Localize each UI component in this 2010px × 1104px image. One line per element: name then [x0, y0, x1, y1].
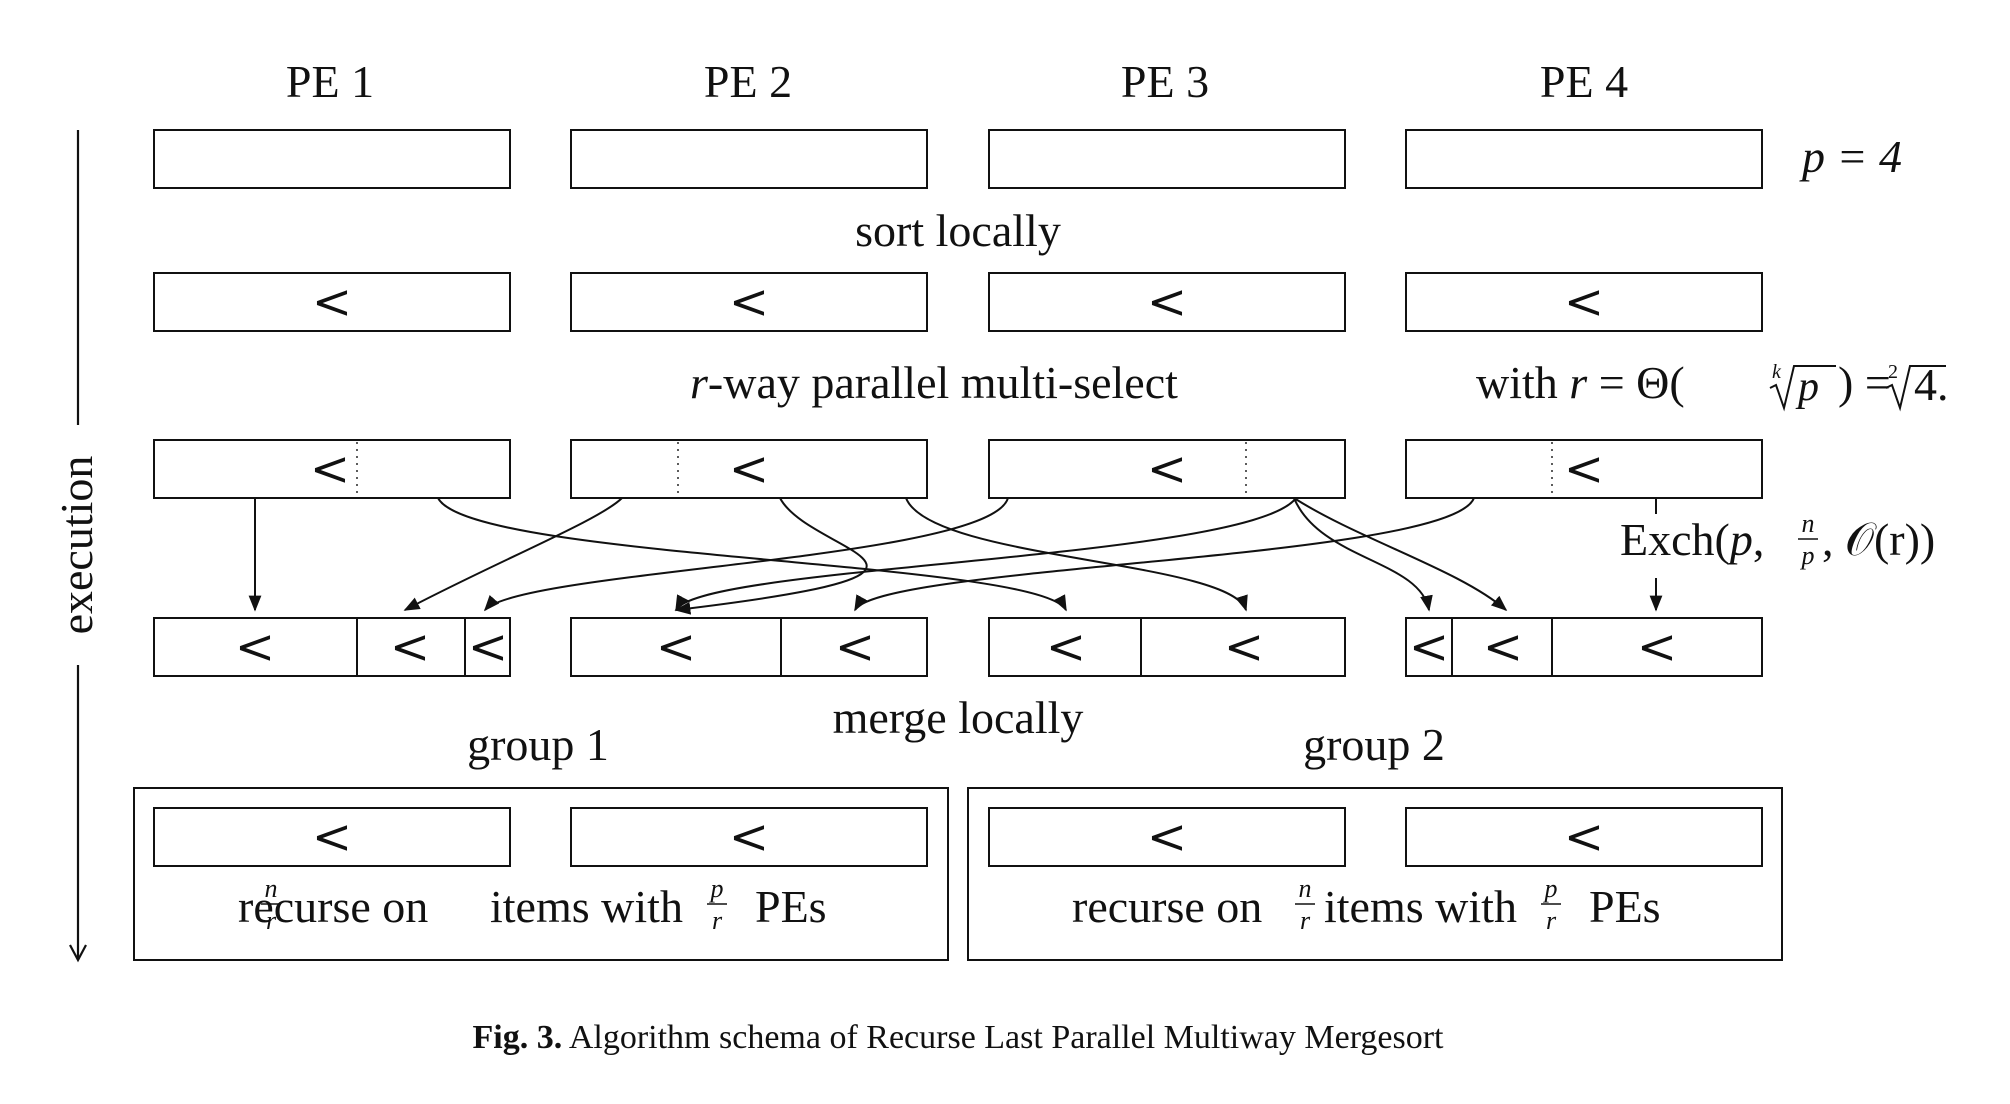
group2-box	[967, 787, 1783, 961]
pe1-split-mark: <	[310, 441, 350, 497]
exchange-tail-label: , 𝒪(r))	[1822, 514, 1935, 565]
group1-box	[133, 787, 949, 961]
pe2-segment-mark: <	[835, 619, 875, 675]
group1-pe2-mark: <	[729, 809, 769, 865]
pe4-received-array	[1405, 617, 1763, 677]
group2-label: group 2	[1303, 719, 1445, 770]
execution-label: execution	[51, 456, 102, 635]
svg-text:r: r	[266, 906, 277, 935]
exchange-arrows	[248, 497, 1663, 615]
pe4-segment-mark: <	[1409, 619, 1449, 675]
pe3-split-array	[988, 439, 1346, 499]
svg-text:n: n	[1299, 874, 1312, 903]
exchange-fraction-n-over-p: n p	[1798, 509, 1818, 570]
svg-text:p: p	[1543, 874, 1558, 903]
pe1-segment-mark: <	[390, 619, 430, 675]
svg-text:items with: items with	[1324, 881, 1517, 932]
svg-text:recurse on: recurse on	[1072, 881, 1262, 932]
group2-recurse-label: recurse on n r items with p r PEs	[1072, 874, 1661, 935]
pe3-unsorted-array	[988, 129, 1346, 189]
pe4-segment-mark: <	[1637, 619, 1677, 675]
pe2-received-array	[570, 617, 928, 677]
execution-axis: execution	[51, 130, 102, 963]
pe3-segment-mark: <	[1224, 619, 1264, 675]
group2-pe3-array	[988, 807, 1346, 867]
pe2-header: PE 2	[704, 56, 792, 107]
pe3-split-mark: <	[1147, 441, 1187, 497]
r-equals-label: ) =	[1838, 357, 1891, 408]
svg-text:r: r	[712, 906, 723, 935]
pe1-received-array	[153, 617, 511, 677]
kth-root-of-p: k p	[1769, 361, 1836, 412]
pe1-sorted-mark: <	[312, 274, 352, 330]
pe1-sorted-array	[153, 272, 511, 332]
r-definition-label: with r = Θ(	[1476, 357, 1685, 408]
group1-recurse-label: recurse on n r items with p r PEs	[238, 874, 827, 935]
svg-text:recurse on: recurse on	[238, 881, 428, 932]
pe4-split-mark: <	[1564, 441, 1604, 497]
svg-text:p: p	[1800, 541, 1815, 570]
svg-text:p: p	[1795, 364, 1819, 410]
pe4-header: PE 4	[1540, 56, 1628, 107]
svg-text:2: 2	[1888, 361, 1898, 383]
svg-text:n: n	[1802, 509, 1815, 538]
pe2-unsorted-array	[570, 129, 928, 189]
svg-text:r: r	[1300, 906, 1311, 935]
group2-pe4-mark: <	[1564, 809, 1604, 865]
pe3-received-array	[988, 617, 1346, 677]
pe3-sorted-array	[988, 272, 1346, 332]
pe2-sorted-mark: <	[729, 274, 769, 330]
group2-pe3-mark: <	[1147, 809, 1187, 865]
svg-text:items with: items with	[490, 881, 683, 932]
pe4-split-array	[1405, 439, 1763, 499]
processor-count-label: p = 4	[1799, 131, 1902, 182]
group1-pe1-mark: <	[312, 809, 352, 865]
pe4-unsorted-array	[1405, 129, 1763, 189]
square-root-of-4: 2 4.	[1885, 359, 1949, 412]
pe4-sorted-array	[1405, 272, 1763, 332]
pe1-header: PE 1	[286, 56, 374, 107]
sort-locally-label: sort locally	[855, 205, 1061, 256]
pe1-split-array	[153, 439, 511, 499]
merge-locally-label: merge locally	[833, 692, 1084, 743]
svg-text:p: p	[709, 874, 724, 903]
group1-pe2-array	[570, 807, 928, 867]
pe1-unsorted-array	[153, 129, 511, 189]
svg-text:PEs: PEs	[1589, 881, 1661, 932]
pe2-segment-mark: <	[656, 619, 696, 675]
pe3-header: PE 3	[1121, 56, 1209, 107]
svg-text:k: k	[1772, 361, 1782, 383]
group2-pe4-array	[1405, 807, 1763, 867]
svg-text:4.: 4.	[1914, 359, 1949, 410]
svg-text:r: r	[1546, 906, 1557, 935]
svg-text:PEs: PEs	[755, 881, 827, 932]
pe2-sorted-array	[570, 272, 928, 332]
pe2-split-array	[570, 439, 928, 499]
pe1-segment-mark: <	[235, 619, 275, 675]
multiselect-label: r-way parallel multi-select	[690, 357, 1178, 408]
pe3-segment-mark: <	[1046, 619, 1086, 675]
figure-caption: Fig. 3. Algorithm schema of Recurse Last…	[473, 1019, 1445, 1056]
group1-pe1-array	[153, 807, 511, 867]
pe1-segment-mark: <	[468, 619, 508, 675]
svg-text:n: n	[265, 874, 278, 903]
exchange-label: Exch(p,	[1620, 514, 1764, 565]
pe4-sorted-mark: <	[1564, 274, 1604, 330]
pe2-split-mark: <	[729, 441, 769, 497]
pe3-sorted-mark: <	[1147, 274, 1187, 330]
pe4-segment-mark: <	[1483, 619, 1523, 675]
group1-label: group 1	[467, 719, 609, 770]
